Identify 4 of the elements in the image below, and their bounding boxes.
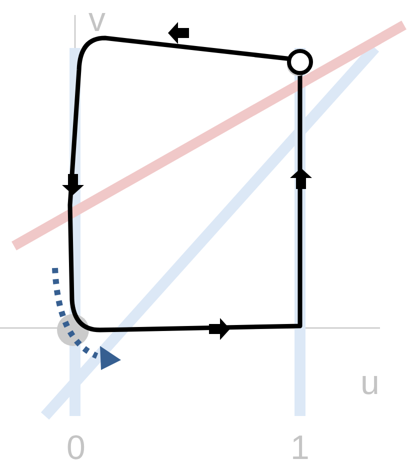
axis-label: u [360, 366, 380, 400]
axis-label: 1 [290, 431, 310, 465]
axis-label: v [88, 3, 106, 37]
axis-label: 0 [66, 431, 86, 465]
